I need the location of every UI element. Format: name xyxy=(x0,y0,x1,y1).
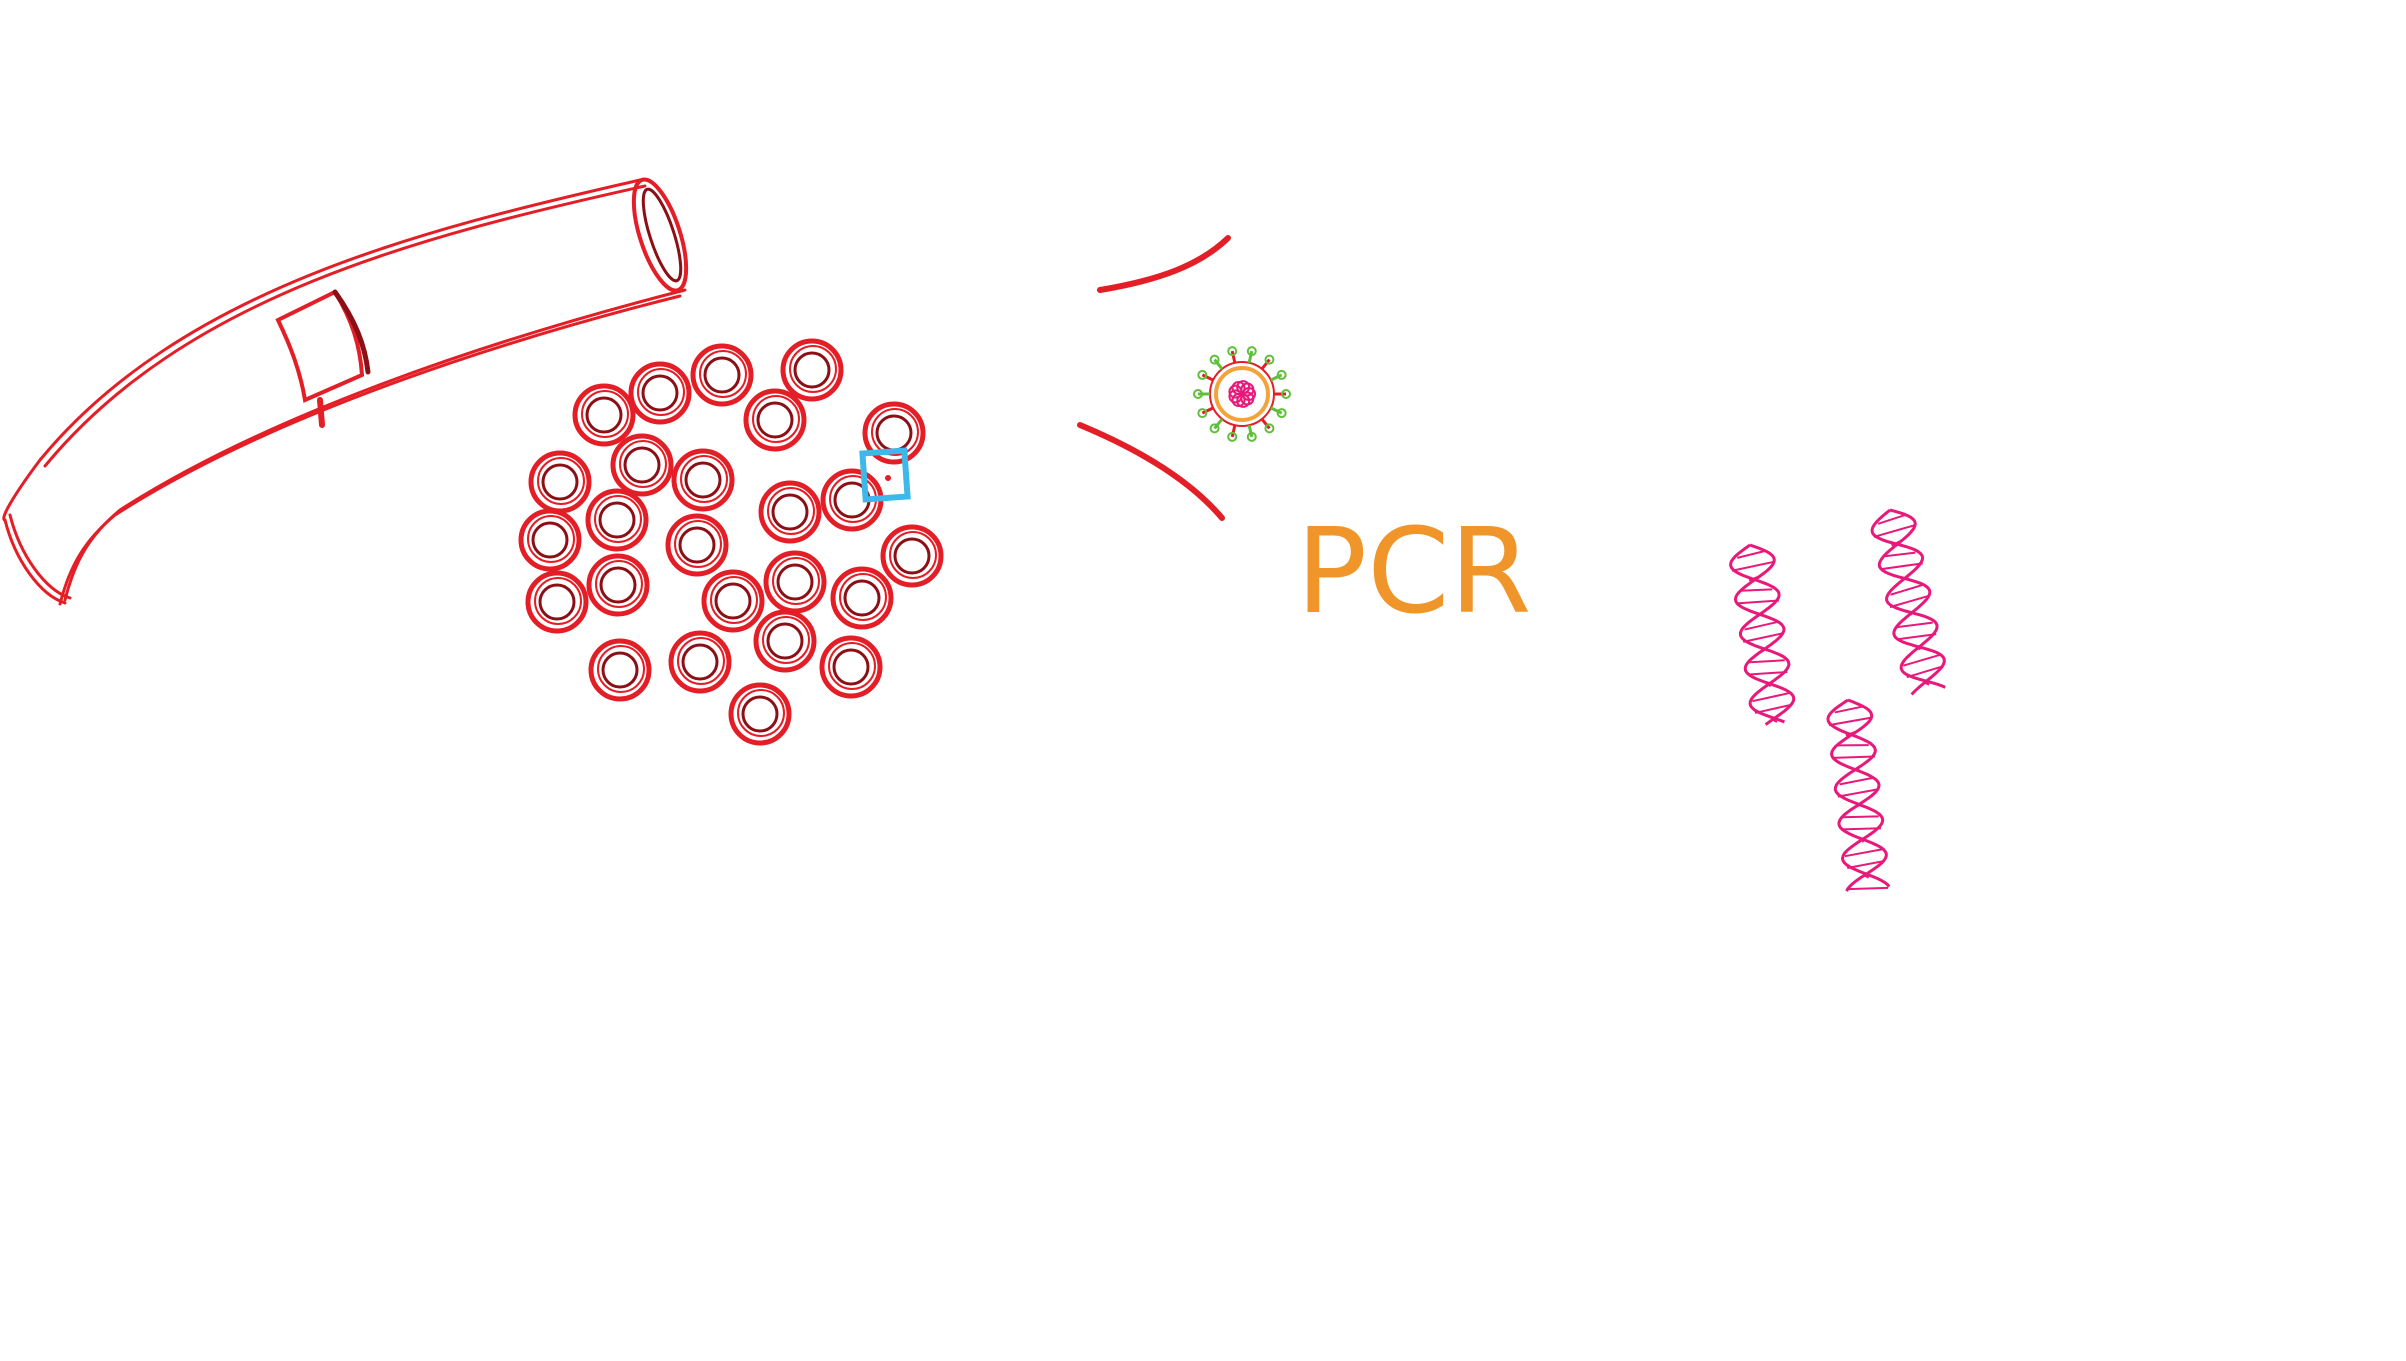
red-blood-cell-icon xyxy=(819,635,883,699)
red-blood-cell-icon xyxy=(610,433,674,497)
red-blood-cell-icon xyxy=(671,448,735,512)
dna-helix-icon xyxy=(1826,698,1891,892)
red-blood-cell-cluster xyxy=(518,338,944,746)
dna-helix-icon xyxy=(1729,543,1796,726)
red-blood-cell-icon xyxy=(728,682,792,746)
virus-icon xyxy=(1193,346,1291,442)
magnify-focus-icon xyxy=(859,447,911,503)
red-blood-cell-icon xyxy=(830,566,894,630)
red-blood-cell-icon xyxy=(586,553,650,617)
red-blood-cell-icon xyxy=(628,361,692,425)
red-blood-cell-icon xyxy=(572,383,636,447)
red-blood-cell-icon xyxy=(588,638,652,702)
red-blood-cell-icon xyxy=(690,343,754,407)
red-blood-cell-icon xyxy=(753,609,817,673)
red-blood-cell-icon xyxy=(518,508,582,572)
red-blood-cell-icon xyxy=(763,550,827,614)
pcr-label: PCR xyxy=(1296,502,1532,640)
red-blood-cell-icon xyxy=(668,630,732,694)
dna-helix-icon xyxy=(1870,508,1946,696)
red-blood-cell-icon xyxy=(701,569,765,633)
red-blood-cell-icon xyxy=(880,524,944,588)
red-blood-cell-icon xyxy=(758,480,822,544)
red-blood-cell-icon xyxy=(665,513,729,577)
blood-vessel-icon xyxy=(2,177,689,606)
red-blood-cell-icon xyxy=(525,570,589,634)
zoom-arcs xyxy=(1077,235,1231,521)
red-blood-cell-icon xyxy=(743,388,807,452)
dna-helix-group xyxy=(1729,508,1946,892)
red-blood-cell-icon xyxy=(585,488,649,552)
red-blood-cell-icon xyxy=(528,450,592,514)
red-blood-cell-icon xyxy=(780,338,844,402)
